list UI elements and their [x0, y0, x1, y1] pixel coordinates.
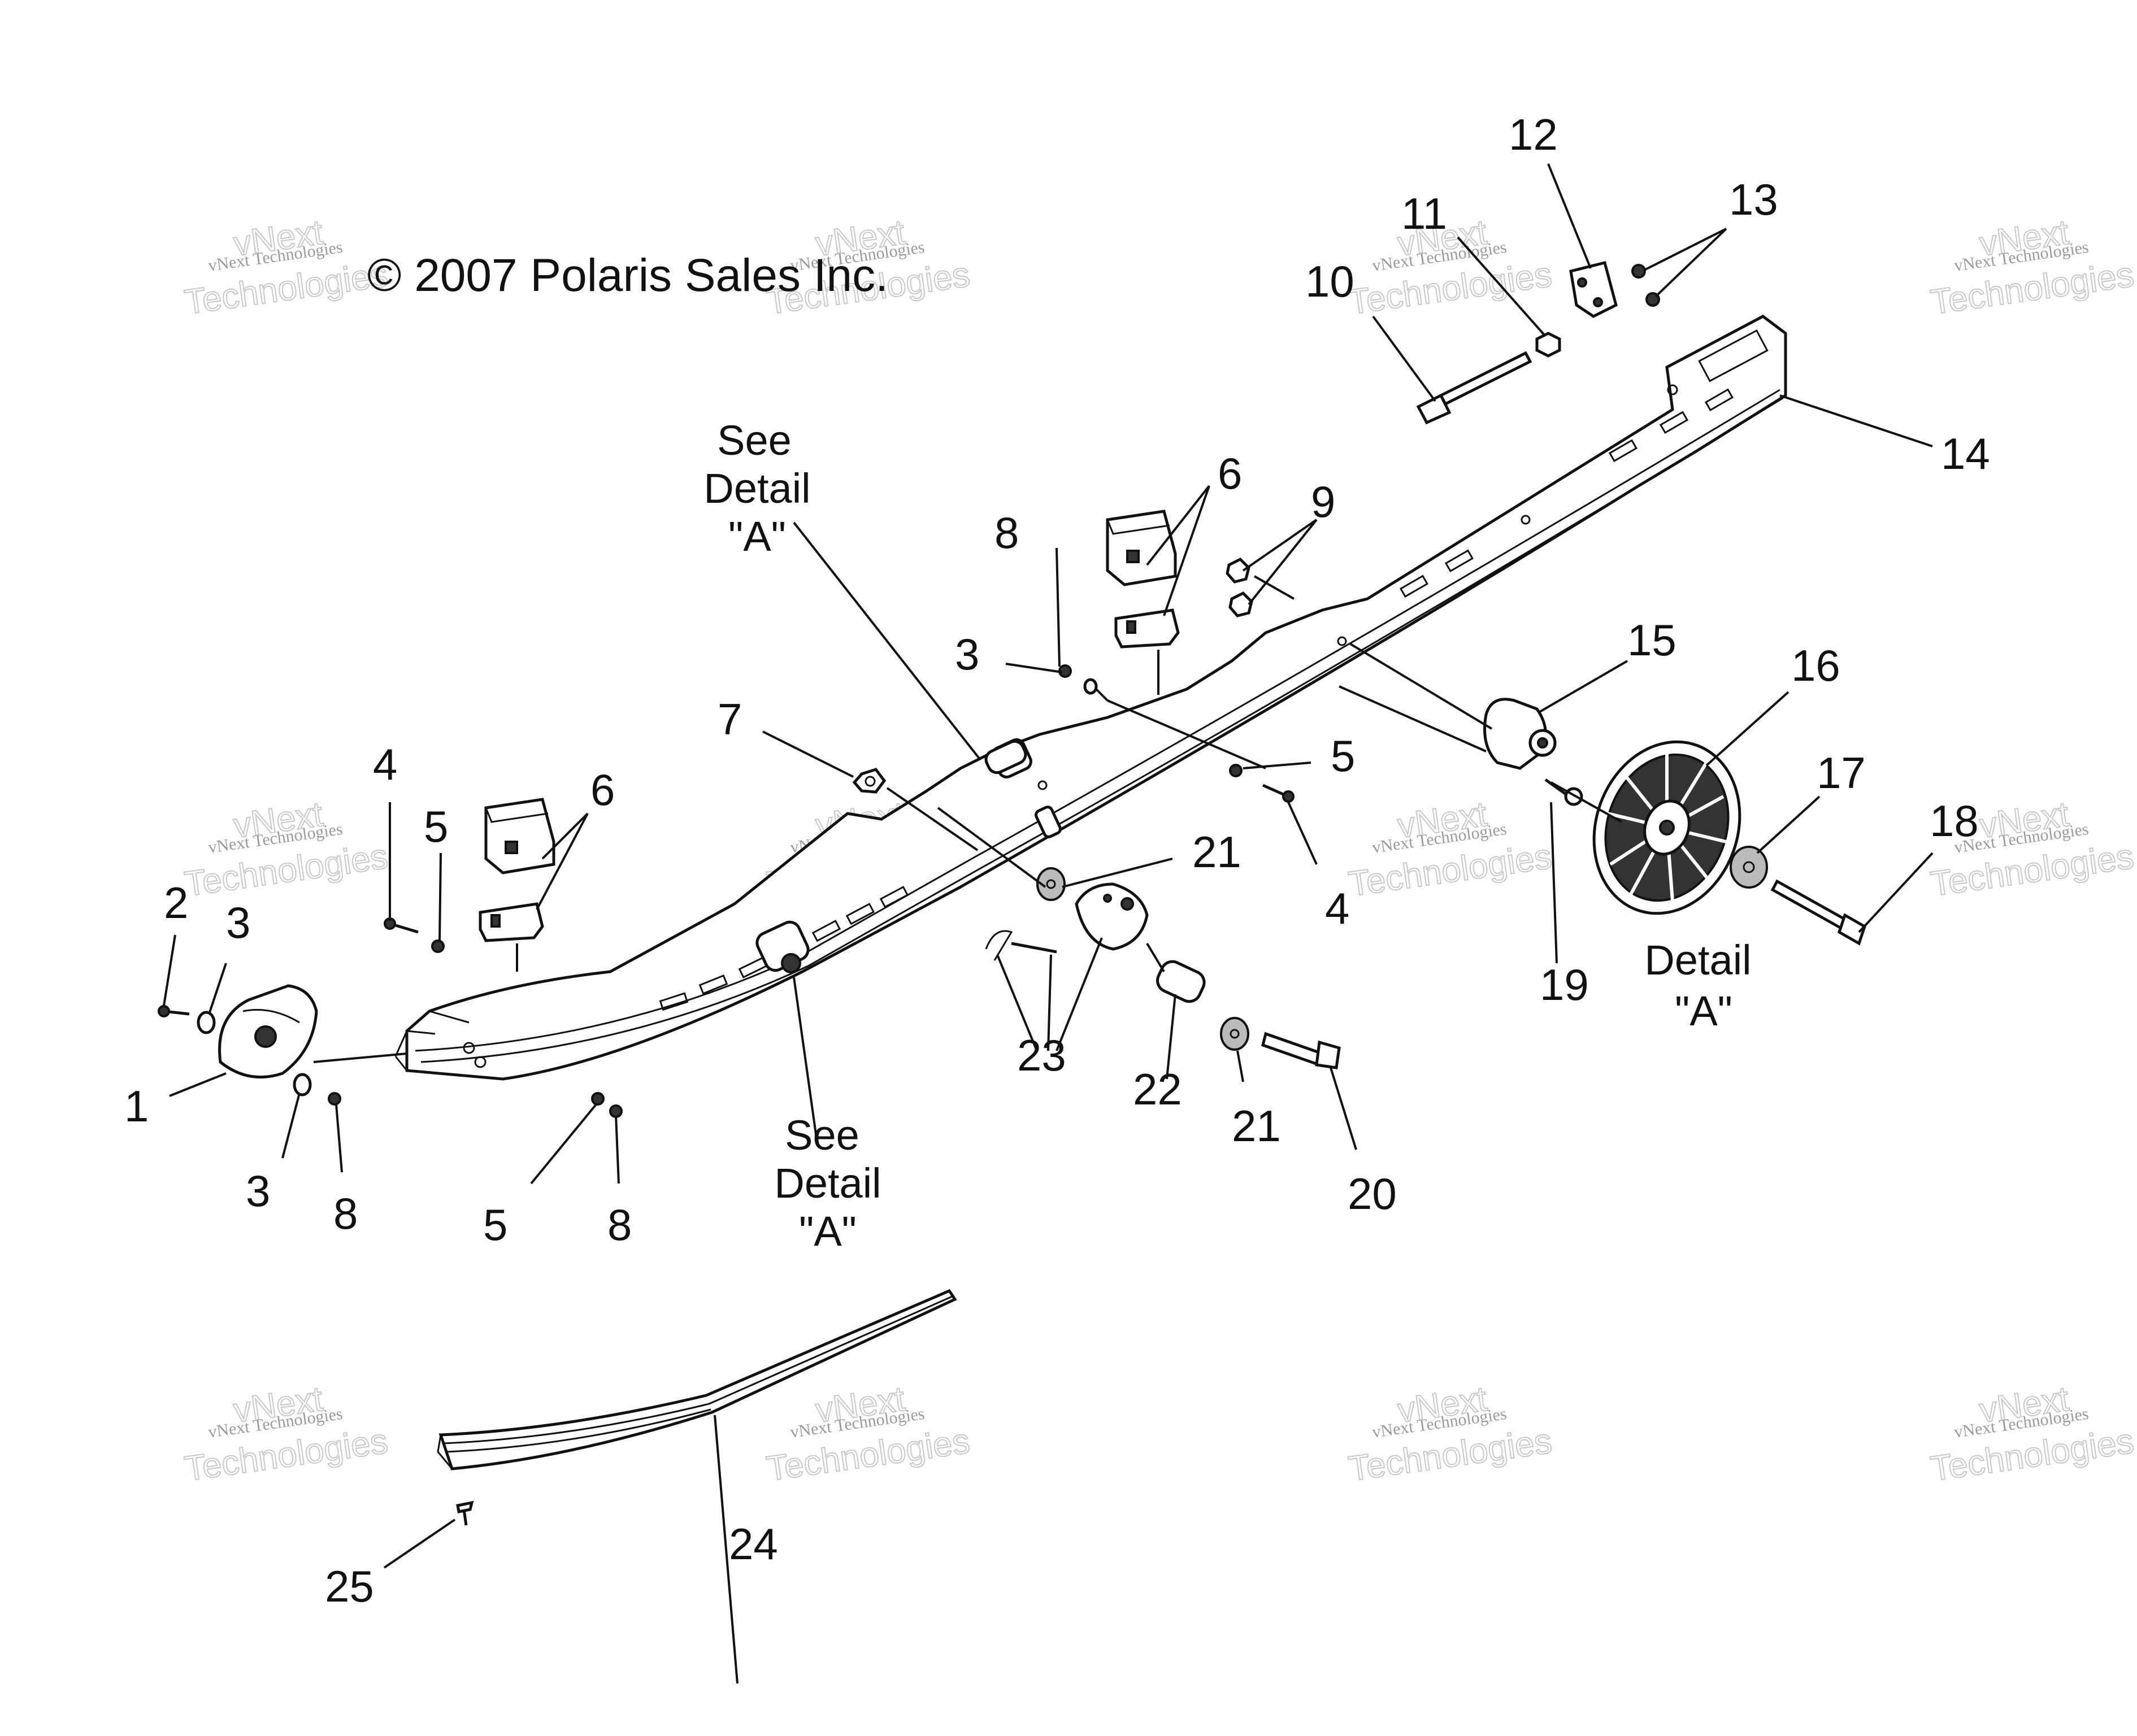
callout-23: 23 [1017, 1030, 1066, 1080]
watermark: vNext Technologies vNext Technologies [1928, 212, 2137, 323]
callout-6: 6 [1218, 449, 1242, 498]
detail-a-line: Detail [1644, 937, 1751, 984]
callout-12: 12 [1509, 110, 1558, 159]
watermark: vNext Technologies vNext Technologies [1346, 794, 1555, 904]
watermark: vNext Technologies vNext Technologies [764, 1379, 973, 1489]
see-detail-top-label: See Detail "A" [703, 417, 810, 560]
axle-cap [1075, 882, 1149, 951]
wheel-assembly [1483, 698, 1741, 915]
callout-13: 13 [1729, 175, 1778, 224]
watermark: vNext Technologies vNext Technologies [182, 212, 391, 323]
leader-lines [163, 163, 1934, 1684]
callout-labels: 1 2 3 3 3 4 4 5 5 5 6 6 7 8 8 8 9 10 11 … [124, 110, 1990, 1611]
slide-rail [394, 315, 1787, 1081]
hardware [158, 260, 1867, 1118]
callout-25: 25 [325, 1561, 374, 1611]
callout-5: 5 [1331, 731, 1355, 781]
callout-1: 1 [124, 1081, 149, 1131]
front-cap [218, 984, 318, 1079]
callout-20: 20 [1348, 1169, 1397, 1219]
see-detail-line: Detail [703, 465, 810, 512]
callout-22: 22 [1133, 1064, 1182, 1114]
callout-21: 21 [1192, 827, 1241, 877]
callout-21: 21 [1232, 1101, 1281, 1151]
see-detail-line: "A" [799, 1208, 857, 1255]
bumper-blocks [479, 510, 1180, 942]
see-detail-line: Detail [774, 1160, 881, 1207]
watermark-group: vNext Technologies vNext Technologies vN… [182, 212, 2137, 1489]
callout-15: 15 [1627, 615, 1676, 665]
axle-spacer-top [984, 739, 1027, 775]
callout-5: 5 [424, 802, 448, 851]
see-detail-line: See [717, 417, 792, 464]
callout-10: 10 [1305, 256, 1354, 306]
detail-a-label: Detail "A" [1644, 937, 1751, 1034]
callout-14: 14 [1941, 429, 1990, 478]
callout-4: 4 [1325, 884, 1349, 933]
callout-11: 11 [1401, 189, 1447, 238]
callout-6: 6 [590, 765, 615, 815]
callout-19: 19 [1540, 960, 1589, 1010]
watermark: vNext Technologies vNext Technologies [182, 794, 391, 904]
callout-8: 8 [607, 1200, 632, 1250]
callout-8: 8 [333, 1189, 358, 1238]
callout-16: 16 [1791, 641, 1840, 690]
watermark: vNext Technologies vNext Technologies [1346, 1379, 1555, 1489]
callout-24: 24 [729, 1519, 778, 1569]
callout-9: 9 [1311, 477, 1335, 527]
detail-a-line: "A" [1675, 987, 1732, 1034]
see-detail-bottom-label: See Detail "A" [774, 1112, 881, 1255]
watermark: vNext Technologies vNext Technologies [1928, 1379, 2137, 1489]
copyright-notice: © 2007 Polaris Sales Inc. [367, 250, 888, 301]
see-detail-line: See [785, 1112, 859, 1159]
wear-strip [437, 1289, 957, 1470]
callout-7: 7 [718, 694, 742, 744]
callout-3: 3 [246, 1166, 270, 1216]
callout-2: 2 [164, 878, 188, 928]
see-detail-line: "A" [728, 513, 786, 560]
callout-8: 8 [994, 508, 1019, 558]
callout-17: 17 [1817, 748, 1866, 798]
callout-4: 4 [373, 739, 397, 789]
callout-3: 3 [226, 898, 250, 947]
callout-3: 3 [955, 629, 979, 679]
callout-18: 18 [1930, 796, 1979, 846]
screw-25 [456, 1500, 474, 1526]
watermark: vNext Technologies vNext Technologies [182, 1379, 391, 1489]
callout-5: 5 [483, 1200, 507, 1250]
